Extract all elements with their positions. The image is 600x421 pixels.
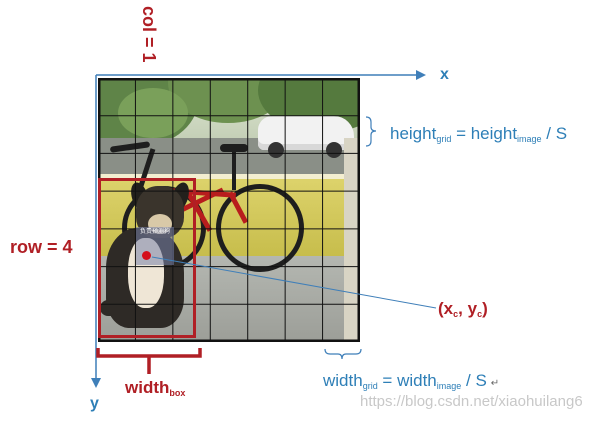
formula-equals: =: [451, 124, 471, 143]
car-wheel: [268, 142, 284, 158]
porch-rail: [98, 174, 360, 179]
scene-photo: [98, 78, 360, 342]
center-point-marker: [142, 251, 151, 260]
formula-subscript: grid: [436, 134, 452, 144]
y-axis-label: y: [90, 395, 99, 412]
x-axis-label: x: [440, 66, 449, 83]
center-pointer-line: [151, 256, 437, 309]
formula-divisor: / S: [541, 124, 568, 143]
coord-y-subscript: c: [477, 309, 483, 319]
dog-bounding-box: [98, 178, 196, 338]
responsible-cell-label: 负责预测狗: [139, 229, 170, 235]
center-coordinate-label: (xc, yc): [438, 299, 488, 319]
col-label-text: col = 1: [139, 6, 159, 63]
bike-seat: [220, 144, 248, 152]
formula-subscript: image: [436, 381, 462, 391]
formula-equals: =: [377, 371, 398, 390]
formula-term: width: [125, 378, 170, 397]
formula-subscript: image: [517, 134, 542, 144]
watermark: https://blog.csdn.net/xiaohuilang6: [360, 393, 583, 410]
formula-term: width: [323, 371, 363, 390]
formula-term: height: [390, 124, 437, 143]
paren: (: [438, 299, 444, 318]
width-box-label: widthbox: [125, 378, 185, 398]
formula-divisor: / S: [461, 371, 487, 390]
coord-separator: ,: [458, 299, 468, 318]
coord-y: y: [467, 299, 478, 318]
porch-post: [344, 138, 360, 342]
return-mark: ↵: [490, 378, 500, 389]
height-grid-formula: heightgrid = heightimage / S: [390, 124, 567, 144]
formula-term: height: [470, 124, 518, 143]
height-grid-bracket: [365, 116, 377, 147]
grid-overlay: [98, 78, 360, 342]
formula-subscript: grid: [362, 381, 378, 391]
bike-seatpost: [232, 150, 236, 190]
row-label: row = 4: [10, 237, 73, 257]
formula-term: width: [397, 371, 437, 390]
bike-rear-wheel: [216, 184, 304, 272]
coord-x-subscript: c: [453, 309, 459, 319]
width-box-bracket: [96, 348, 202, 374]
formula-subscript: box: [169, 388, 186, 398]
car-wheel: [326, 142, 342, 158]
col-label: col = 1: [133, 6, 173, 86]
width-grid-formula: widthgrid = widthimage / S↵: [323, 371, 499, 391]
width-grid-bracket: [324, 348, 362, 360]
coord-x: x: [443, 299, 454, 318]
tree: [118, 88, 188, 138]
paren: ): [482, 299, 488, 318]
